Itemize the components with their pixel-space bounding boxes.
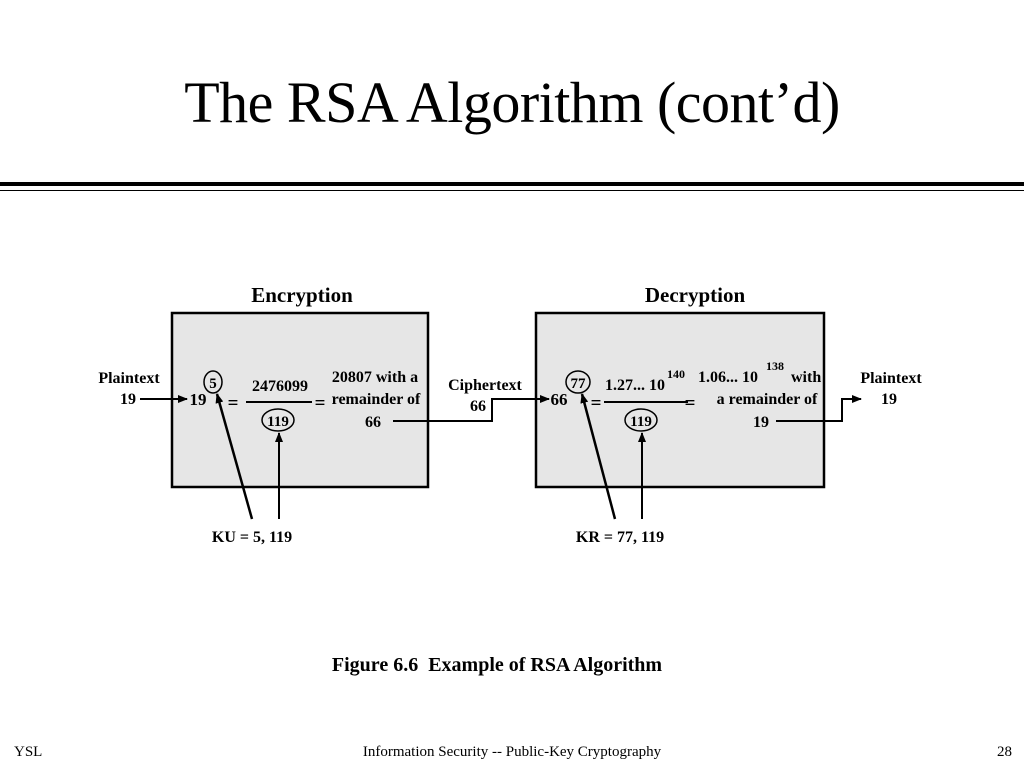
ku-exponent-arrow	[215, 393, 254, 520]
encryption-result-line-1: 20807 with a	[332, 369, 418, 386]
ciphertext-label: Ciphertext	[448, 377, 522, 394]
decryption-modulus: 119	[630, 414, 652, 430]
encryption-numerator: 2476099	[252, 378, 308, 395]
decryption-result-mantissa: 1.06... 10	[698, 369, 758, 386]
footer-author: YSL	[14, 744, 43, 760]
ciphertext-arrow	[393, 395, 550, 422]
ku-label: KU = 5, 119	[212, 529, 292, 546]
encryption-base: 19	[190, 390, 207, 409]
decryption-exponent-circle	[565, 370, 591, 394]
footer-course-title: Information Security -- Public-Key Crypt…	[362, 744, 662, 760]
encryption-result-line-3: 66	[365, 414, 381, 431]
encryption-equals-1: =	[228, 393, 239, 414]
slide-title: The RSA Algorithm (cont’d)	[184, 70, 840, 135]
plaintext-output-label: Plaintext	[860, 370, 922, 387]
title-divider-thick	[0, 182, 1024, 186]
decryption-result-exponent: 138	[766, 359, 784, 373]
ciphertext-value: 66	[470, 398, 486, 415]
encryption-equals-2: =	[315, 393, 326, 414]
decryption-equals-2: =	[685, 393, 696, 414]
kr-label: KR = 77, 119	[576, 529, 664, 546]
decryption-modulus-circle	[624, 408, 658, 432]
decryption-equals-1: =	[591, 393, 602, 414]
encryption-box	[170, 311, 430, 489]
kr-exponent-arrow	[580, 393, 617, 520]
decryption-exponent: 77	[571, 376, 587, 392]
title-divider-thin	[0, 190, 1024, 191]
figure-caption: Figure 6.6 Example of RSA Algorithm	[332, 654, 663, 676]
decryption-numerator-mantissa: 1.27... 10	[605, 377, 665, 394]
encryption-modulus-circle	[261, 408, 295, 432]
encryption-heading: Encryption	[251, 283, 353, 307]
decryption-base: 66	[551, 390, 568, 409]
encryption-result-line-2: remainder of	[332, 391, 421, 408]
decryption-numerator-exponent: 140	[667, 367, 685, 381]
decryption-heading: Decryption	[645, 283, 746, 307]
decryption-result-with: with	[791, 369, 821, 386]
encryption-modulus: 119	[267, 414, 289, 430]
footer-page-number: 28	[997, 744, 1012, 760]
plaintext-output-value: 19	[881, 391, 897, 408]
encryption-exponent: 5	[209, 376, 217, 392]
plaintext-output-arrow	[776, 395, 862, 422]
decryption-result-line-3: 19	[753, 414, 769, 431]
plaintext-input-value: 19	[120, 391, 136, 408]
encryption-exponent-circle	[203, 370, 223, 394]
decryption-result-line-2: a remainder of	[717, 391, 818, 408]
plaintext-input-label: Plaintext	[98, 370, 160, 387]
